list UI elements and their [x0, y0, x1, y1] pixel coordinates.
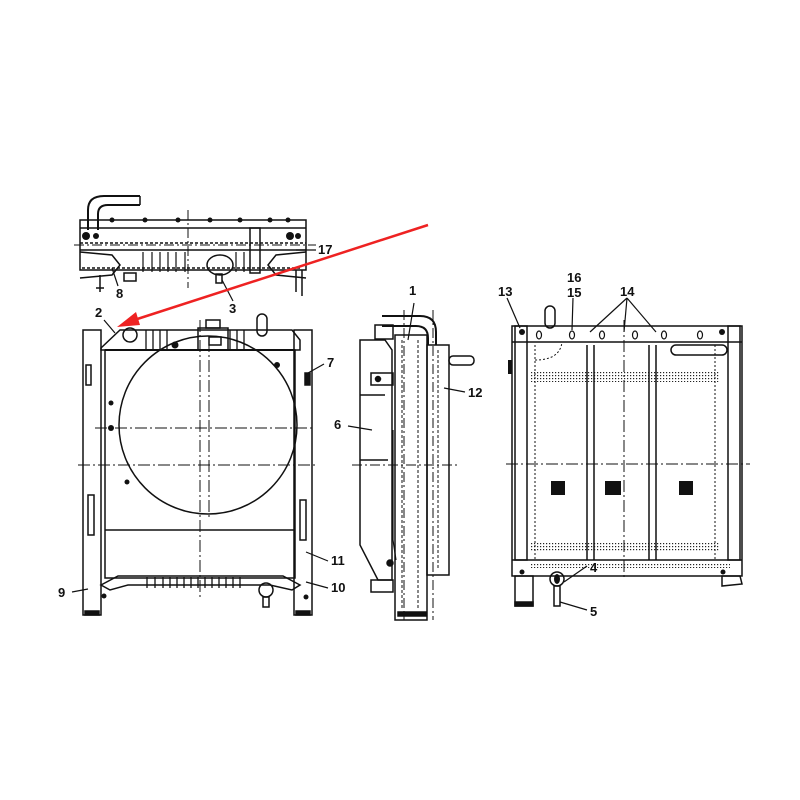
callout-5: 5: [590, 604, 598, 619]
leader-lines: [71, 249, 657, 611]
callout-16: 16: [567, 270, 582, 285]
callout-8: 8: [116, 286, 124, 301]
callout-15: 15: [567, 285, 582, 300]
side-view: [352, 310, 475, 621]
callout-9: 9: [58, 585, 66, 600]
front-view: [78, 313, 318, 616]
callout-10: 10: [331, 580, 346, 595]
rear-view: [506, 305, 750, 607]
callout-12: 12: [468, 385, 483, 400]
callout-3: 3: [229, 301, 237, 316]
callout-17: 17: [318, 242, 333, 257]
callout-11: 11: [331, 553, 345, 568]
top-view: [74, 195, 316, 296]
callout-1: 1: [409, 283, 417, 298]
callout-2: 2: [95, 305, 103, 320]
callout-6: 6: [334, 417, 342, 432]
highlight-arrow: [117, 223, 429, 327]
callout-4: 4: [590, 560, 598, 575]
callout-13: 13: [498, 284, 513, 299]
callout-7: 7: [327, 355, 335, 370]
callout-14: 14: [620, 284, 635, 299]
